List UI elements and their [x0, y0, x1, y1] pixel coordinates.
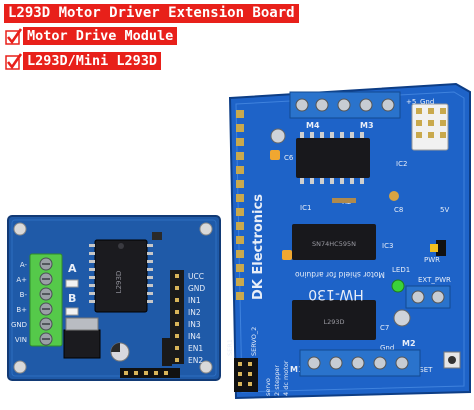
label-plus5: +5: [406, 98, 416, 106]
pin-label-en2: EN2: [188, 356, 203, 365]
pin-label-gnd: GND: [188, 284, 205, 293]
label-c7: C7: [380, 324, 389, 332]
terminal-letter-a: A: [68, 262, 77, 275]
ceramic-capacitor-icon: [270, 150, 280, 160]
pin-label-vin: VIN: [15, 336, 27, 344]
pin-label-in2: IN2: [188, 308, 201, 317]
label-servo2: SERVO_2: [250, 327, 258, 356]
label-gnd-bottom: Gnd: [380, 344, 394, 352]
pin-label-en1: EN1: [188, 344, 203, 353]
label-5v: 5V: [440, 206, 449, 214]
feature-label-2: L293D/Mini L293D: [23, 52, 162, 70]
label-gnd-top: Gnd: [420, 98, 434, 106]
label-reset: RESET: [410, 366, 433, 374]
label-c6: C6: [284, 154, 294, 162]
checkmark-icon: [5, 27, 23, 45]
label-stepper: 2 stepper: [273, 365, 281, 396]
pin-label-gnd-left: GND: [11, 321, 27, 329]
label-servo: servo: [264, 378, 272, 396]
capacitor-icon: [393, 309, 411, 327]
label-m4: M4: [306, 121, 320, 130]
label-ic3: IC3: [382, 242, 393, 250]
label-m2: M2: [402, 339, 416, 348]
ceramic-capacitor-icon: [282, 250, 292, 260]
l293d-chip: L293D: [89, 239, 153, 313]
pin-label-ucc: UCC: [188, 272, 204, 281]
banner-title: L293D Motor Driver Extension Board: [4, 4, 299, 23]
capacitor-icon: [270, 128, 286, 144]
motor-shield-board: SN74HC595N L293D DK Electronics HW-130 M…: [226, 82, 471, 400]
pin-label-in3: IN3: [188, 320, 201, 329]
label-ext-pwr: EXT_PWR: [418, 276, 451, 284]
banner-title-wrap: L293D Motor Driver Extension Board: [4, 2, 299, 23]
screw-terminal-block: [29, 253, 63, 347]
small-motor-driver-board: A- A+ B- B+ GND VIN A B L293D: [7, 215, 221, 381]
input-pin-header: [170, 270, 184, 364]
resistor-icon: [332, 198, 356, 203]
shield-chip-1: [296, 132, 370, 184]
pin-label-in4: IN4: [188, 332, 201, 341]
shield-chip-2: SN74HC595N: [292, 224, 376, 260]
chip-label-l293d: L293D: [323, 318, 344, 326]
label-ser1: SER1: [226, 339, 234, 356]
pin-label-in1: IN1: [188, 296, 201, 305]
shield-brand: DK Electronics: [251, 194, 266, 300]
label-m3: M3: [360, 121, 374, 130]
shield-subtitle: Motor shield for arduino: [295, 270, 385, 279]
label-dc-motor: 4 dc motor: [282, 360, 290, 396]
voltage-regulator: [63, 317, 101, 359]
pin-label-a-minus: A-: [20, 261, 28, 269]
label-pwr: PWR: [424, 256, 440, 264]
chip-label-small: L293D: [115, 271, 123, 294]
label-m1: M1: [290, 365, 304, 374]
checkmark-icon: [5, 52, 23, 70]
motor-terminal-bottom: [299, 349, 421, 377]
feature-row-2: L293D/Mini L293D: [5, 52, 162, 70]
resistor-icon: [389, 191, 399, 201]
pin-label-b-plus: B+: [16, 306, 27, 314]
servo-header: [234, 358, 258, 392]
feature-label-1: Motor Drive Module: [23, 27, 178, 45]
chip-label-74hc595: SN74HC595N: [312, 240, 356, 248]
label-ic2: IC2: [396, 160, 407, 168]
power-terminal: [405, 285, 451, 309]
shield-model: HW-130: [308, 286, 364, 302]
pin-label-a-plus: A+: [16, 276, 27, 284]
feature-row-1: Motor Drive Module: [5, 27, 178, 45]
terminal-letter-b: B: [68, 292, 76, 305]
pin-label-b-minus: B-: [20, 291, 28, 299]
label-led1: LED1: [392, 266, 410, 274]
shield-chip-3: L293D: [292, 300, 376, 340]
motor-terminal-top: [289, 91, 401, 119]
label-c8: C8: [394, 206, 403, 214]
power-led-icon: [391, 279, 405, 293]
label-ic1: IC1: [300, 204, 311, 212]
